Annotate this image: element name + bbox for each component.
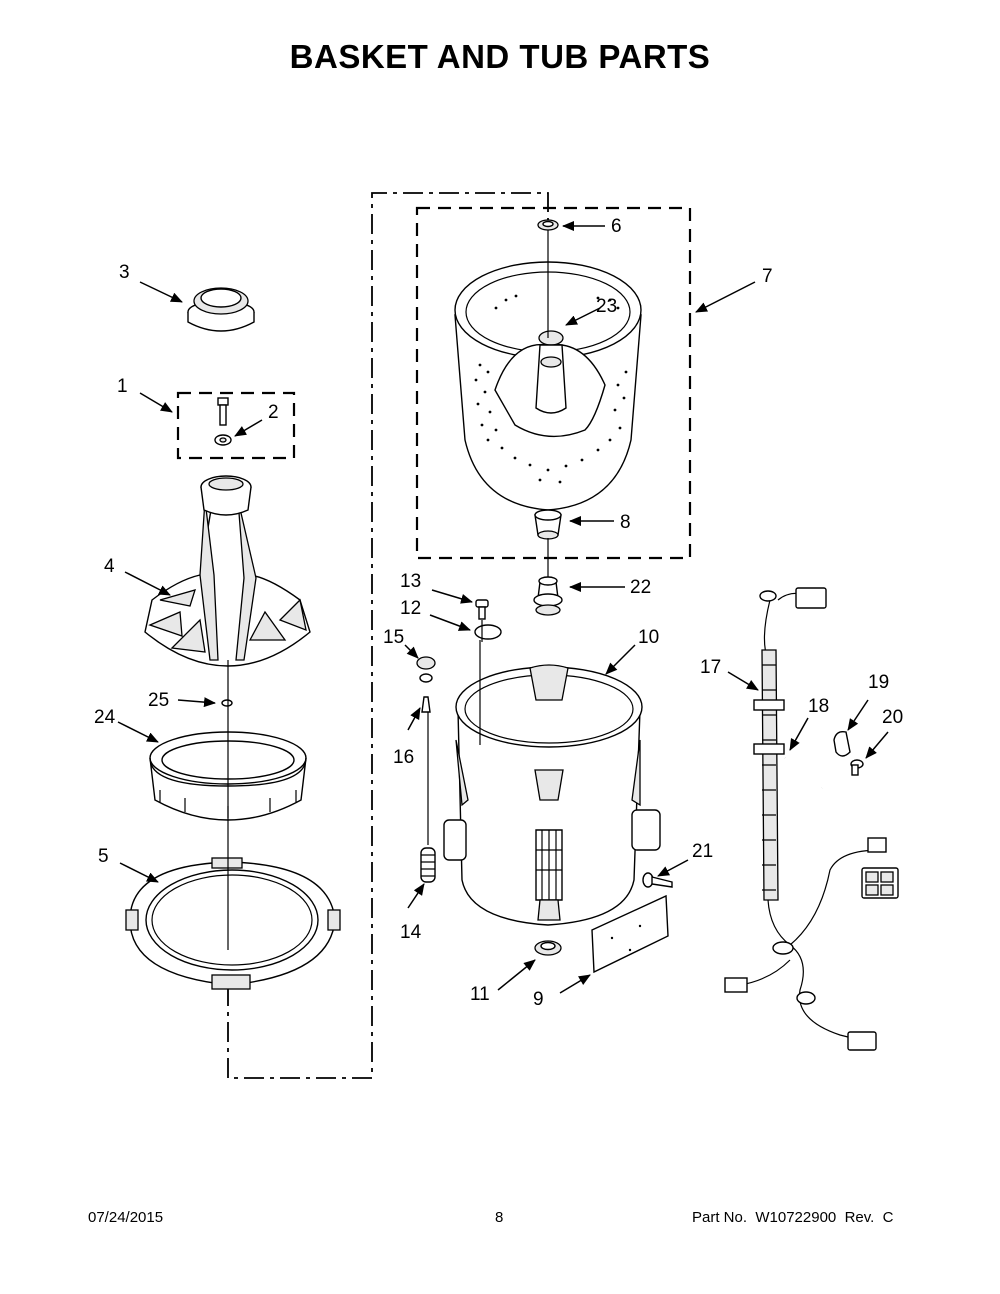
part-tub-seal [534, 940, 562, 956]
part-tub-ring [125, 857, 341, 990]
callout-3: 3 [119, 262, 130, 283]
part-tub-plate [591, 894, 669, 974]
callout-16: 16 [393, 747, 414, 768]
part-screw-21 [642, 872, 673, 888]
part-hose [420, 847, 436, 883]
part-screw-13 [475, 599, 489, 620]
part-clamp [833, 730, 851, 757]
part-pressure-hose [784, 757, 829, 789]
callout-17: 17 [700, 657, 721, 678]
callout-18: 18 [808, 696, 829, 717]
part-hub [534, 509, 562, 540]
callout-10: 10 [638, 627, 659, 648]
callout-8: 8 [620, 512, 631, 533]
footer-part-number: Part No. W10722900 Rev. C [692, 1209, 894, 1226]
callout-23: 23 [596, 296, 617, 317]
assembly-leader-lines [227, 192, 549, 1079]
callout-12: 12 [400, 598, 421, 619]
callout-11: 11 [470, 984, 490, 1005]
callout-6: 6 [611, 216, 622, 237]
group-box-bolt-washer [176, 391, 296, 460]
callout-7: 7 [762, 266, 773, 287]
part-clip [421, 696, 431, 713]
part-screw-20 [850, 759, 864, 776]
part-outer-tub [443, 664, 661, 926]
part-mounting-bracket [474, 620, 502, 642]
page-title: BASKET AND TUB PARTS [289, 38, 711, 75]
footer-page-number: 8 [495, 1209, 504, 1226]
callout-14: 14 [400, 922, 422, 943]
callout-5: 5 [98, 846, 109, 867]
callout-13: 13 [400, 571, 421, 592]
callout-15: 15 [383, 627, 404, 648]
callout-labels: 3 1 2 4 25 24 5 6 7 23 8 22 13 12 15 10 … [94, 216, 903, 1010]
part-washer [214, 434, 232, 446]
callout-22: 22 [630, 577, 651, 598]
callout-19: 19 [868, 672, 889, 693]
callout-arrows [117, 221, 889, 994]
group-box-basket [415, 206, 692, 560]
part-agitator-cap [187, 287, 255, 332]
footer-date: 07/24/2015 [88, 1209, 164, 1226]
part-basket-nut [537, 219, 559, 231]
part-spline-hub [533, 576, 563, 616]
part-agitator [144, 475, 311, 667]
callout-20: 20 [882, 707, 903, 728]
callout-1: 1 [117, 376, 128, 397]
part-grommet [416, 656, 436, 683]
callout-25: 25 [148, 690, 169, 711]
callout-2: 2 [268, 402, 279, 423]
callout-9: 9 [533, 989, 544, 1010]
callout-4: 4 [104, 556, 115, 577]
part-wire-harness [724, 587, 899, 1051]
part-small-washer [221, 699, 233, 707]
part-agitator-bolt [217, 397, 229, 426]
callout-24: 24 [94, 707, 116, 728]
callout-21: 21 [692, 841, 713, 862]
